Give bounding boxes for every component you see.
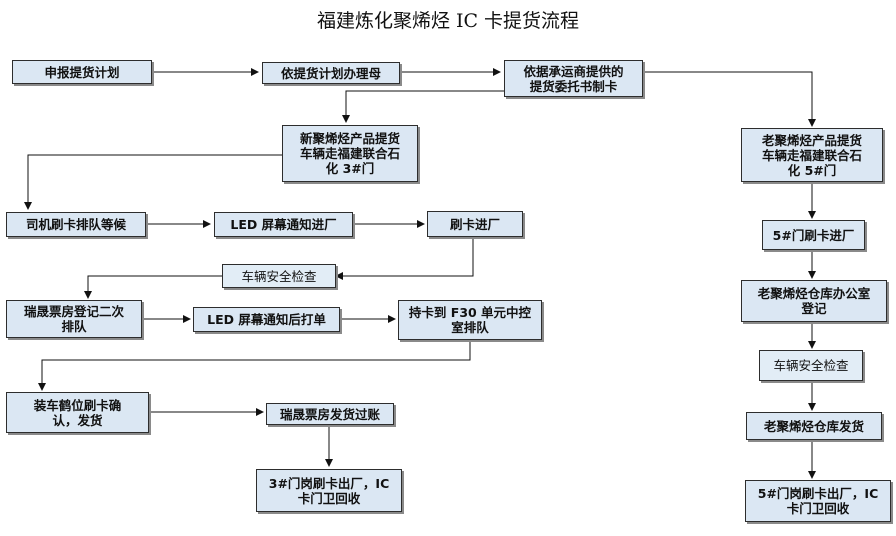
box-old-warehouse-ship-label: 老聚烯烃仓库发货 [763, 418, 864, 434]
box-apply-plan: 申报提货计划 [12, 60, 152, 84]
arrow-b11-b12 [38, 340, 471, 391]
box-swipe-enter-label: 刷卡进厂 [449, 216, 500, 232]
box-f30-control-queue: 持卡到 F30 单元中控 室排队 [398, 300, 542, 340]
box-f30-control-queue-label: 持卡到 F30 单元中控 室排队 [408, 305, 532, 335]
box-handle-mother-card: 依提货计划办理母 [262, 62, 400, 84]
box-led-notify-enter-label: LED 屏幕通知进厂 [230, 217, 337, 232]
box-gate5-exit: 5#门岗刷卡出厂，IC 卡门卫回收 [745, 480, 891, 522]
box-new-pe-gate3-label: 新聚烯烃产品提货 车辆走福建联合石 化 3#门 [299, 131, 400, 176]
arrow-b4-b5 [24, 154, 282, 210]
box-gate5-enter-label: 5#门刷卡进厂 [772, 227, 855, 243]
box-new-pe-gate3: 新聚烯烃产品提货 车辆走福建联合石 化 3#门 [282, 125, 418, 182]
box-ticket-posting-label: 瑞晟票房发货过账 [279, 406, 380, 422]
box-apply-plan-label: 申报提货计划 [44, 64, 120, 80]
box-old-pe-gate5: 老聚烯烃产品提货 车辆走福建联合石 化 5#门 [741, 128, 883, 182]
arrow-b8-b9 [84, 275, 222, 299]
box-vehicle-inspection-left: 车辆安全检查 [222, 264, 336, 288]
box-swipe-enter: 刷卡进厂 [427, 211, 523, 237]
box-old-warehouse-register: 老聚烯烃仓库办公室 登记 [741, 280, 887, 322]
box-gate3-exit: 3#门岗刷卡出厂，IC 卡门卫回收 [256, 469, 402, 512]
box-gate3-exit-label: 3#门岗刷卡出厂，IC 卡门卫回收 [268, 475, 390, 506]
box-loading-confirm: 装车鹤位刷卡确 认，发货 [6, 392, 149, 433]
box-ticket-second-queue: 瑞晟票房登记二次 排队 [6, 300, 142, 338]
box-led-print: LED 屏幕通知后打单 [193, 307, 340, 332]
box-gate5-enter: 5#门刷卡进厂 [762, 220, 865, 250]
box-led-print-label: LED 屏幕通知后打单 [207, 312, 326, 327]
box-ticket-posting: 瑞晟票房发货过账 [266, 403, 394, 425]
diagram-title: 福建炼化聚烯烃 IC 卡提货流程 [316, 10, 580, 32]
box-driver-queue: 司机刷卡排队等候 [6, 212, 146, 237]
arrow-b7-b8 [335, 237, 474, 280]
box-old-pe-gate5-label: 老聚烯烃产品提货 车辆走福建联合石 化 5#门 [761, 132, 862, 178]
box-make-card-label: 依据承运商提供的 提货委托书制卡 [523, 63, 624, 94]
box-vehicle-inspection-left-label: 车辆安全检查 [241, 268, 317, 284]
box-old-warehouse-register-label: 老聚烯烃仓库办公室 登记 [757, 286, 871, 316]
box-old-warehouse-ship: 老聚烯烃仓库发货 [746, 412, 882, 440]
box-vehicle-inspection-right-label: 车辆安全检查 [773, 358, 849, 373]
box-led-notify-enter: LED 屏幕通知进厂 [214, 212, 353, 237]
arrow-b3-b4 [342, 90, 505, 123]
arrow-b3-r1 [643, 71, 816, 127]
box-handle-mother-card-label: 依提货计划办理母 [280, 65, 381, 81]
box-driver-queue-label: 司机刷卡排队等候 [25, 217, 126, 232]
box-ticket-second-queue-label: 瑞晟票房登记二次 排队 [23, 304, 124, 334]
box-make-card: 依据承运商提供的 提货委托书制卡 [504, 60, 643, 97]
box-loading-confirm-label: 装车鹤位刷卡确 认，发货 [33, 397, 122, 428]
box-vehicle-inspection-right: 车辆安全检查 [759, 350, 863, 381]
box-gate5-exit-label: 5#门岗刷卡出厂，IC 卡门卫回收 [757, 486, 879, 516]
